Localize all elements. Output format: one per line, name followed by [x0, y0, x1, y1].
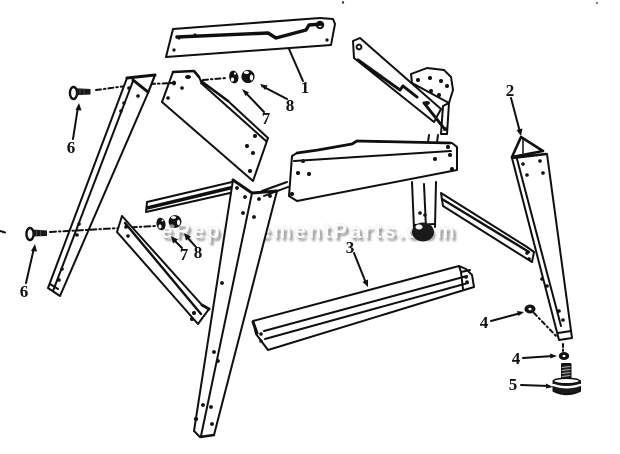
svg-text:7: 7	[262, 109, 271, 128]
svg-text:8: 8	[194, 243, 203, 262]
svg-text:8: 8	[286, 96, 295, 115]
svg-text:6: 6	[67, 138, 76, 157]
svg-text:1: 1	[301, 78, 310, 97]
svg-text:6: 6	[20, 282, 29, 301]
svg-text:4: 4	[480, 313, 489, 332]
svg-text:4: 4	[512, 349, 521, 368]
svg-text:7: 7	[180, 245, 189, 264]
svg-text:5: 5	[509, 375, 518, 394]
svg-text:3: 3	[346, 238, 355, 257]
svg-text:2: 2	[506, 81, 515, 100]
